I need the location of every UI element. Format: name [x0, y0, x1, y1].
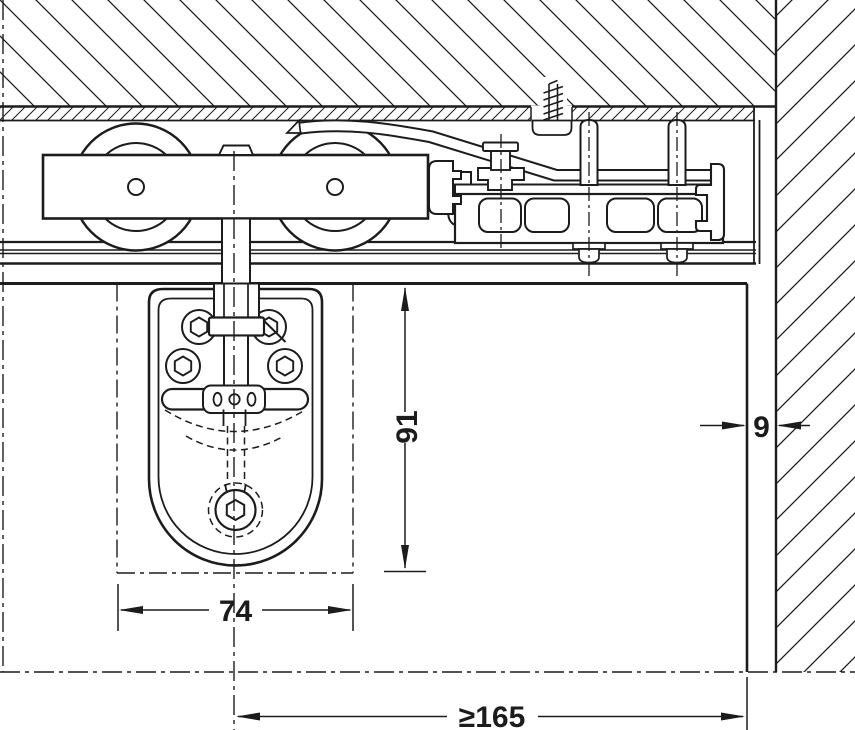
dim-9-arrow-left	[777, 421, 801, 430]
hex-socket-top-left	[189, 316, 209, 338]
ceiling-screw	[531, 77, 573, 136]
ceiling-hatch	[0, 0, 776, 106]
adjuster-hole-right	[246, 391, 257, 407]
bolt-stub-lines	[222, 409, 247, 426]
dimension-165: ≥165	[236, 677, 748, 730]
dimension-91: 91	[384, 287, 426, 573]
hex-socket-mid-left	[173, 355, 193, 377]
dimension-74: 74	[117, 584, 354, 631]
bottom-bolt-hex-socket	[225, 498, 246, 522]
wall-hatch	[776, 0, 855, 672]
dim-9-arrow-right	[722, 421, 746, 430]
dim-91-label: 91	[391, 410, 424, 443]
hex-bolt-mid-left	[165, 348, 201, 384]
hanger-bolt-shaft-lines	[223, 283, 249, 317]
dim-165-label: ≥165	[459, 701, 526, 730]
profile-chamber-1	[478, 197, 522, 233]
hanger-bolt-upper	[221, 217, 251, 285]
screw-thread-lines	[543, 79, 564, 121]
hex-bolt-mid-right	[267, 348, 303, 384]
profile-chamber-3	[606, 197, 655, 233]
hanger-bolt-lower	[223, 334, 249, 391]
carriage-bar	[41, 153, 430, 220]
hanger-bracket	[116, 217, 354, 574]
wall-section	[774, 0, 855, 672]
dim-74-label: 74	[219, 595, 253, 628]
coupling-clip	[428, 160, 462, 215]
hanger-bolt-sleeve	[213, 282, 260, 319]
bracket-inner-outline	[157, 297, 314, 555]
door-panel	[0, 282, 749, 672]
ceiling-section	[0, 0, 776, 108]
profile-chamber-2	[524, 197, 570, 233]
screw-pocket	[531, 105, 572, 121]
profile-chamber-4	[657, 197, 703, 233]
dim-91-arrow-up	[401, 287, 409, 311]
screw-plug	[531, 119, 573, 136]
hidden-stem-lines	[226, 426, 246, 484]
roller-carriage	[41, 144, 430, 220]
dim-165-arrow-right	[721, 712, 745, 721]
carriage-hole-left	[127, 178, 145, 196]
mounting-strip-hatch	[0, 107, 755, 120]
profile-end-cap	[694, 162, 726, 242]
dim-74-arrow-right	[328, 606, 352, 614]
dim-74-arrow-left	[119, 606, 143, 614]
carriage-screw-head	[217, 144, 255, 156]
carriage-hole-right	[326, 178, 344, 196]
dim-9-label: 9	[753, 411, 770, 444]
dim-91-arrow-down	[401, 545, 409, 569]
mounting-strip	[0, 105, 755, 122]
bottom-bolt	[214, 488, 257, 532]
hex-socket-mid-right	[275, 355, 295, 377]
hanger-bolt-nut	[207, 316, 266, 337]
arm-tip-flag	[285, 118, 302, 134]
dim-165-arrow-left	[236, 712, 260, 721]
dimension-9: 9	[700, 411, 810, 444]
hidden-washer-circle	[207, 482, 264, 538]
adjuster-hole-left	[212, 391, 223, 407]
dimensions: 91 9 74 ≥165	[117, 287, 810, 730]
